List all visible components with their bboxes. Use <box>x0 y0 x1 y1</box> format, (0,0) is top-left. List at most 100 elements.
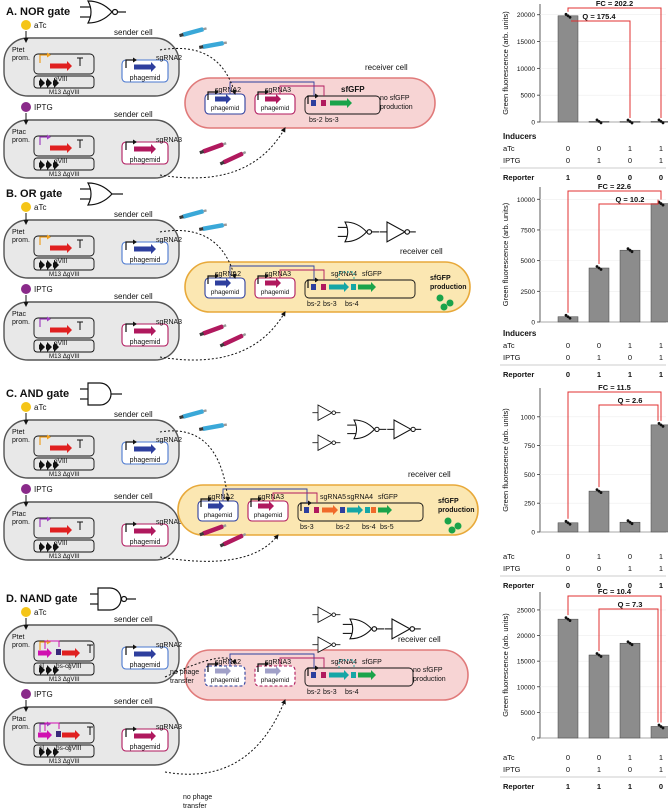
replicate-point <box>628 120 632 123</box>
atc-value: 1 <box>628 144 632 153</box>
promoter-label: prom. <box>12 237 30 244</box>
repression-line <box>338 659 355 668</box>
phagemid-box <box>121 523 169 547</box>
m13-gene-icon <box>46 665 52 675</box>
m13-gene-icon <box>53 542 59 552</box>
atc-value: 0 <box>597 144 601 153</box>
sender-cell-label: sender cell <box>114 292 153 301</box>
replicate-point <box>659 423 663 427</box>
replicate-point <box>628 641 632 645</box>
logic-diagram-icon <box>342 618 385 640</box>
transfer-arrow <box>164 657 237 678</box>
q-bracket <box>598 404 659 488</box>
y-tick-label: 250 <box>524 501 535 508</box>
gviii-label: gVIII <box>68 663 82 670</box>
reporter-row-label: Reporter <box>503 370 534 379</box>
bs-label: bs-3 <box>325 117 339 124</box>
reporter-value: 1 <box>597 370 601 379</box>
m13-genome <box>33 539 95 553</box>
helper-plasmid <box>33 317 95 339</box>
m13-gene-icon <box>53 665 59 675</box>
sgrna4-label: sgRNA4 <box>331 659 357 666</box>
phage-icon <box>179 209 207 220</box>
bar <box>557 618 579 739</box>
sgrna-label: sgRNA2 <box>156 642 182 649</box>
promoter-label: Ptet <box>12 229 25 236</box>
atc-row-label: aTc <box>503 341 515 350</box>
replicate-point <box>630 643 634 647</box>
promoter-arrowhead-icon <box>215 273 219 279</box>
atc-value: 1 <box>659 144 663 153</box>
promoter-label: prom. <box>12 519 30 526</box>
bar <box>619 521 641 533</box>
promoter-icon <box>207 91 216 100</box>
y-tick-label: 20000 <box>517 633 535 640</box>
y-tick-label: 15000 <box>517 659 535 666</box>
promoter-icon <box>257 663 266 672</box>
m13-gene-icon <box>46 460 52 470</box>
m13-gene-icon <box>46 542 52 552</box>
buffer-gate-icon <box>379 221 416 243</box>
promoter-arrowhead-icon <box>315 665 319 671</box>
replicate-point <box>564 616 568 620</box>
replicate-point <box>659 725 663 728</box>
promoter-arrowhead-icon <box>47 134 51 140</box>
repression-line <box>279 269 325 280</box>
fc-bracket <box>567 190 662 313</box>
panel-title: A. NOR gate <box>6 6 70 18</box>
promoter-arrowhead-icon <box>47 316 51 322</box>
repression-line <box>279 657 325 668</box>
replicate-point <box>599 491 603 495</box>
y-tick-label: 7500 <box>521 227 536 234</box>
atc-value: 1 <box>659 341 663 350</box>
reporter-value: 0 <box>628 581 632 590</box>
promoter-icon <box>125 323 134 332</box>
buffer-gate-icon <box>312 606 341 624</box>
sender-cell-label: sender cell <box>114 28 153 37</box>
binding-site-icon <box>311 284 316 290</box>
or-gate-icon <box>80 182 123 206</box>
sgrna-label: sgRNA3 <box>156 724 182 731</box>
reporter-value: 0 <box>566 581 570 590</box>
promoter-arrowhead-icon <box>47 52 51 58</box>
binding-site-icon <box>321 672 326 678</box>
y-tick-label: 750 <box>524 443 535 450</box>
y-tick-label: 25000 <box>517 607 535 614</box>
receiver-cell: receiver cellsgRNA2phagemidsgRNA3phagemi… <box>184 63 436 129</box>
promoter-icon <box>39 136 48 145</box>
iptg-value: 1 <box>659 564 663 573</box>
y-tick-label: 0 <box>531 530 535 537</box>
inducer-dot-icon <box>21 484 31 494</box>
iptg-value: 0 <box>566 765 570 774</box>
promoter-label: prom. <box>12 724 30 731</box>
promoter-icon <box>307 667 316 676</box>
atc-value: 0 <box>566 144 570 153</box>
phage-icon <box>198 41 227 50</box>
nor-gate-icon <box>347 419 387 440</box>
replicate-point <box>626 640 630 644</box>
receiver-cell-body <box>184 649 469 701</box>
sender-cell-label: sender cell <box>114 410 153 419</box>
inducer-label: IPTG <box>34 285 53 294</box>
sfgfp-gene-icon <box>378 505 392 515</box>
bar <box>650 726 668 739</box>
promoter-label: Ptac <box>12 129 27 136</box>
m13-gene-icon <box>53 260 59 270</box>
q-annotation: Q = 175.4 <box>582 12 616 21</box>
bs-label: bs-4 <box>362 524 376 531</box>
iptg-row-label: IPTG <box>503 564 521 573</box>
replicate-point <box>657 421 661 425</box>
bar <box>650 121 668 123</box>
inducer-dot-icon <box>21 20 31 30</box>
atc-row-label: aTc <box>503 753 515 762</box>
bs-label: bs-3 <box>300 524 314 531</box>
iptg-value: 1 <box>628 564 632 573</box>
replicate-point <box>630 522 634 526</box>
gene-arrow-icon <box>50 325 72 335</box>
replicate-point <box>661 424 665 428</box>
